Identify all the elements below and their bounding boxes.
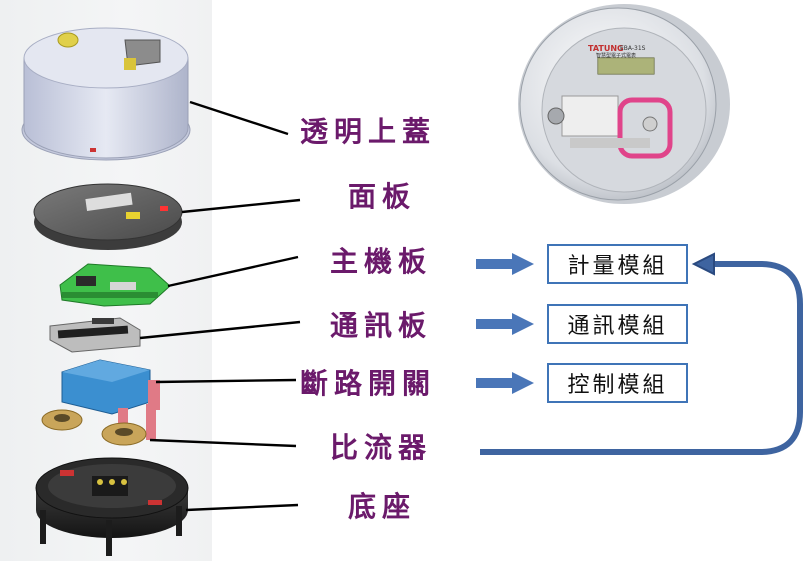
base-part: [35, 457, 189, 556]
label-breaker: 斷路開關: [300, 367, 437, 400]
module-control: 控制模組: [547, 363, 688, 403]
meter-subtitle: 智慧型電子式電表: [596, 53, 637, 59]
main-board-part: [59, 263, 171, 307]
meter-brand: TATUNG: [588, 44, 624, 53]
flow-arrowhead-icon: [691, 252, 715, 276]
module-arrows: [476, 253, 534, 394]
module-communication: 通訊模組: [547, 304, 688, 344]
current-transformer-part: [41, 409, 147, 446]
breaker-part: [61, 359, 160, 440]
label-face-panel: 面板: [348, 180, 417, 213]
module-control-label: 控制模組: [567, 373, 668, 398]
label-base: 底座: [348, 490, 417, 523]
module-metering-label: 計量模組: [567, 254, 668, 279]
leader-lines: [139, 100, 301, 512]
cover-part: [21, 27, 191, 161]
module-communication-label: 通訊模組: [567, 314, 668, 339]
comm-board-part: [49, 317, 141, 353]
label-main-board: 主機板: [330, 245, 433, 278]
meter-photo: [518, 4, 730, 204]
label-current-transformer: 比流器: [330, 431, 433, 464]
meter-model: EBA-31S: [620, 45, 646, 52]
module-metering: 計量模組: [547, 244, 688, 284]
ct-to-metering-flow: [480, 261, 803, 455]
label-cover: 透明上蓋: [300, 115, 437, 148]
label-comm-board: 通訊板: [330, 309, 433, 342]
face-panel-part: [33, 183, 183, 250]
